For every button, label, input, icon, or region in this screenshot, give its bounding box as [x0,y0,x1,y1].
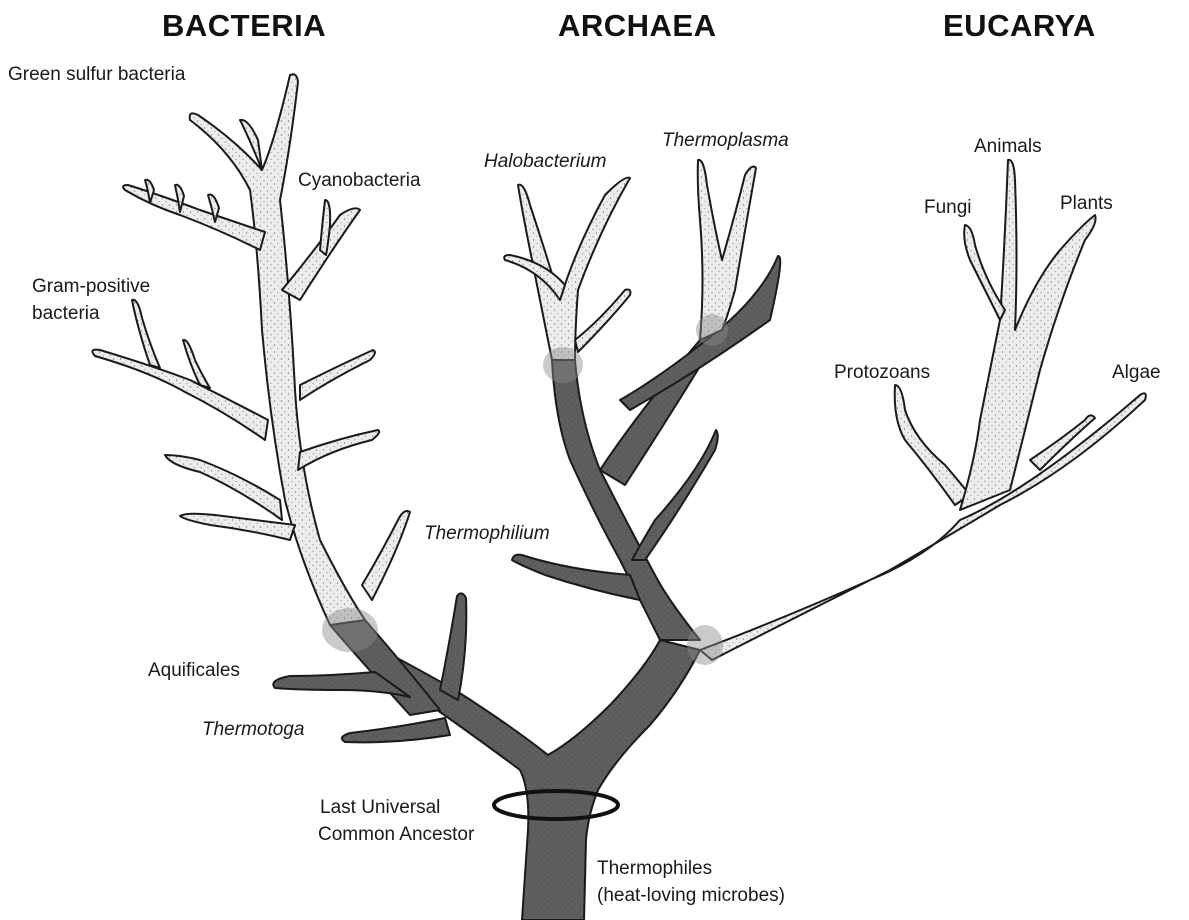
bacteria-transition [322,608,378,652]
label-thermotoga: Thermotoga [202,719,304,742]
label-green-sulfur-bacteria: Green sulfur bacteria [8,64,185,87]
label-thermophilium: Thermophilium [424,523,550,546]
bacteria-low-left-branch [165,455,282,520]
label-thermoplasma: Thermoplasma [662,130,789,153]
label-animals: Animals [974,136,1042,159]
bacteria-main-stem [190,74,365,625]
halobacterium-spur-2 [575,290,630,352]
header-bacteria: BACTERIA [162,8,326,44]
thermoplasma-transition [696,314,728,346]
label-algae: Algae [1112,362,1161,385]
gram-positive-branch [92,350,268,440]
label-fungi: Fungi [924,197,972,220]
eucarya-transition [687,625,723,665]
label-plants: Plants [1060,193,1113,216]
label-thermophiles: Thermophiles [597,858,712,881]
thermotoga-branch [342,718,450,742]
label-gram-positive: Gram-positive [32,276,150,299]
label-luca-line2: Common Ancestor [318,824,474,847]
label-protozoans: Protozoans [834,362,930,385]
label-aquificales: Aquificales [148,660,240,683]
header-eucarya: EUCARYA [943,8,1096,44]
gram-positive-spur-1 [132,300,160,368]
bacteria-right-branch-2 [298,430,379,470]
cyanobacteria-branch [282,208,360,300]
dark-spur [440,593,466,700]
dark-branches [273,256,780,920]
label-gram-positive-bacteria: bacteria [32,303,100,326]
bacteria-right-branch [300,350,375,400]
label-cyanobacteria: Cyanobacteria [298,170,421,193]
archaea-transition [543,347,583,383]
label-halobacterium: Halobacterium [484,151,607,174]
label-heat-loving-microbes: (heat-loving microbes) [597,885,785,908]
bacteria-right-spur [362,511,410,600]
header-archaea: ARCHAEA [558,8,717,44]
fungi-branch [964,225,1005,320]
upper-left-fan [123,185,265,250]
protozoans-branch [895,385,970,505]
label-luca-line1: Last Universal [320,797,440,820]
light-branches [92,74,1145,660]
